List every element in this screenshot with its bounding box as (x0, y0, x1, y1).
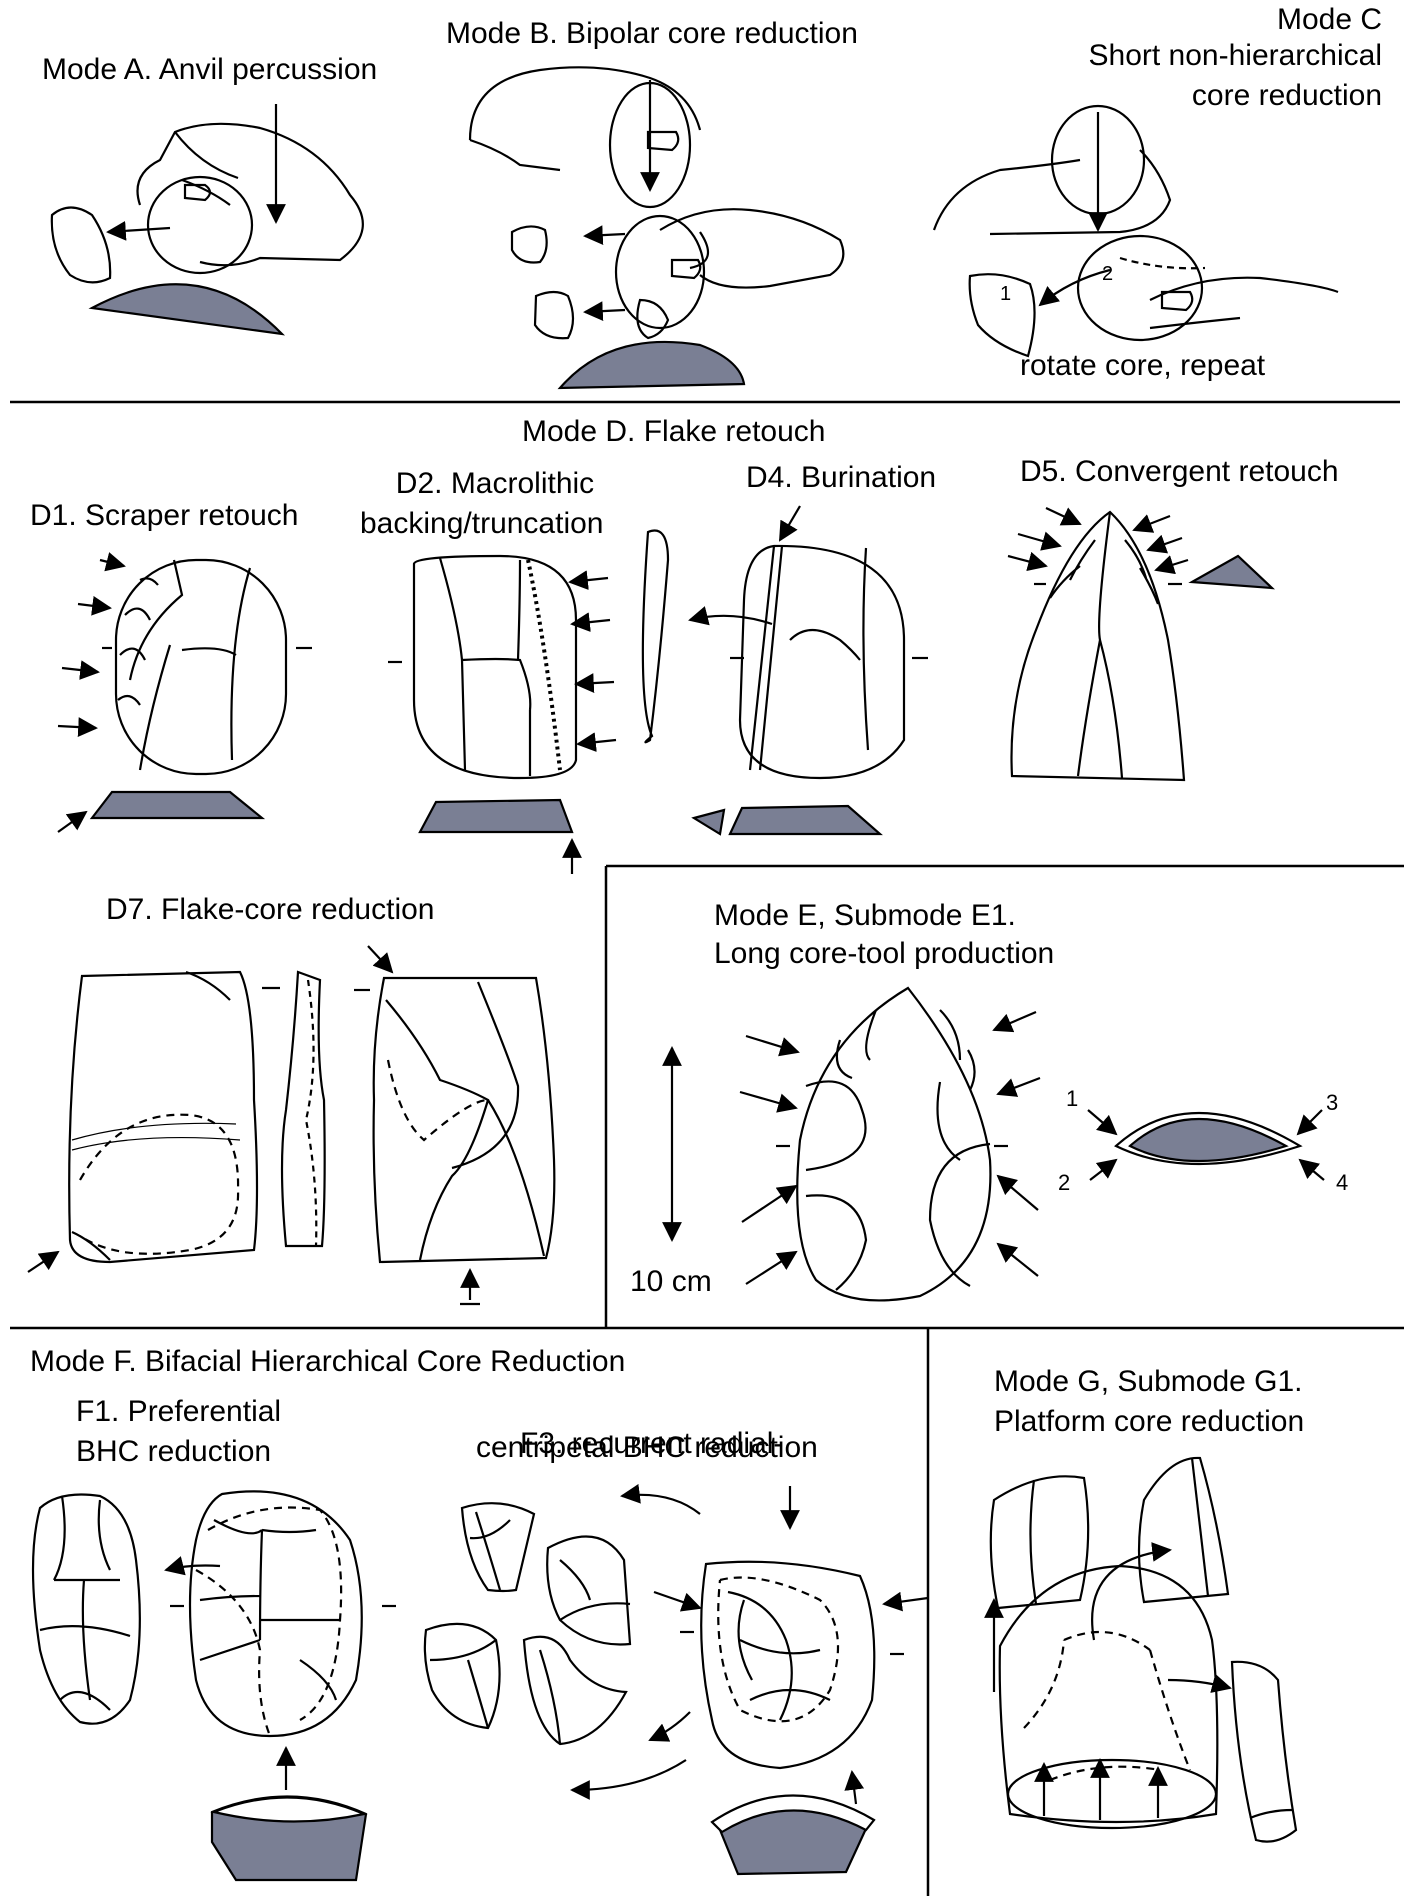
d7-profile (280, 970, 326, 1248)
upper-hand (932, 149, 1172, 236)
hand (136, 122, 364, 267)
d1-figure (57, 552, 312, 833)
mode-c-title-3: core reduction (1191, 79, 1382, 112)
scar-dashed (1119, 256, 1206, 270)
mode-g-title-1: Mode G, Submode G1. (994, 1365, 1303, 1398)
flake-arrow-1 (583, 225, 626, 245)
upper-hand (468, 66, 702, 172)
f1-label-2: BHC reduction (76, 1435, 272, 1468)
mode-e-num-3: 3 (1326, 1090, 1338, 1115)
flake-1 (968, 273, 1036, 358)
flake-3 (636, 298, 670, 340)
anvil-stone (557, 340, 746, 390)
f1-figure (31, 1490, 396, 1882)
anvil-stone (88, 283, 286, 336)
f3-arrow-3 (648, 1711, 691, 1742)
d2-label-2: backing/truncation (360, 507, 604, 540)
spall-arrow (688, 606, 773, 626)
f3-label-2: centripetal BHC reduction (476, 1431, 818, 1464)
d5-label: D5. Convergent retouch (1020, 455, 1339, 488)
g-flake (1230, 1660, 1298, 1843)
g-arrow-2 (1167, 1673, 1232, 1693)
mode-b-figure (468, 66, 845, 390)
f1-arrow (164, 1556, 221, 1576)
f3-core (700, 1560, 876, 1770)
backing-edge (526, 559, 562, 771)
g-arrow-1 (1091, 1542, 1172, 1641)
divider-lines (10, 400, 1404, 1896)
core-rotated (1076, 234, 1204, 342)
mode-d-title: Mode D. Flake retouch (522, 415, 826, 448)
flake-arrow (106, 220, 171, 241)
mode-c-title-1: Mode C (1276, 3, 1382, 36)
mode-e-title-2: Long core-tool production (714, 937, 1055, 970)
handaxe-section-outline (1114, 1112, 1303, 1166)
stone-section (89, 790, 266, 820)
mode-c-caption: rotate core, repeat (1020, 349, 1266, 382)
f3-figure (423, 1483, 929, 1876)
mode-e-num-2: 2 (1058, 1170, 1070, 1195)
stone-section (418, 798, 574, 834)
scale-label: 10 cm (630, 1265, 712, 1298)
mode-c-figure (932, 104, 1339, 358)
handaxe (796, 986, 992, 1302)
f1-section-top (210, 1796, 368, 1823)
mode-b-title: Mode B. Bipolar core reduction (446, 17, 858, 50)
mode-a-figure (50, 104, 364, 336)
f3-arrow-1 (620, 1483, 701, 1515)
f1-label-1: F1. Preferential (76, 1395, 282, 1428)
d2-figure (388, 554, 617, 874)
d4-label: D4. Burination (746, 461, 937, 494)
nail (670, 258, 702, 280)
d7-label: D7. Flake-core reduction (106, 893, 435, 926)
mode-c-num-2: 2 (1102, 263, 1113, 285)
lower-core (614, 214, 706, 330)
mode-c-title-2: Short non-hierarchical (1088, 39, 1382, 72)
f3-section-top (710, 1794, 876, 1834)
stone-section (1128, 1117, 1289, 1163)
thumb-nail (183, 183, 212, 202)
lower-hand (659, 208, 845, 289)
mode-f-title: Mode F. Bifacial Hierarchical Core Reduc… (30, 1345, 626, 1378)
mode-a-title: Mode A. Anvil percussion (42, 53, 378, 86)
d5-figure (1007, 507, 1276, 782)
lower-hand (1149, 276, 1339, 330)
mode-g-title-2: Platform core reduction (994, 1405, 1305, 1438)
flake-arrow (1038, 268, 1111, 307)
mode-e-figure (662, 986, 1325, 1302)
f3-label-1: F3. recurrent radial- (520, 1427, 784, 1460)
burin-spall (641, 529, 670, 744)
detached-flake (50, 206, 112, 284)
flake-1 (510, 225, 548, 264)
d7-figure (27, 945, 556, 1306)
mode-c-num-1: 1 (1000, 283, 1011, 305)
mode-e-title-1: Mode E, Submode E1. (714, 899, 1016, 932)
flake-2 (533, 290, 575, 340)
mode-e-num-1: 1 (1066, 1086, 1078, 1111)
f3-arrow-2 (570, 1759, 687, 1800)
stone-section-small (691, 808, 726, 836)
stone-section (728, 804, 883, 836)
mode-e-num-4: 4 (1336, 1170, 1348, 1195)
flake-arrow-2 (583, 301, 626, 321)
mode-g-figure (984, 1456, 1298, 1843)
d4-figure (641, 505, 928, 836)
stone-section (1188, 554, 1276, 590)
d2-label-1: D2. Macrolithic (395, 467, 595, 500)
nail (1160, 290, 1194, 312)
d1-label: D1. Scraper retouch (30, 499, 299, 532)
core (146, 175, 254, 275)
nail (646, 130, 680, 152)
